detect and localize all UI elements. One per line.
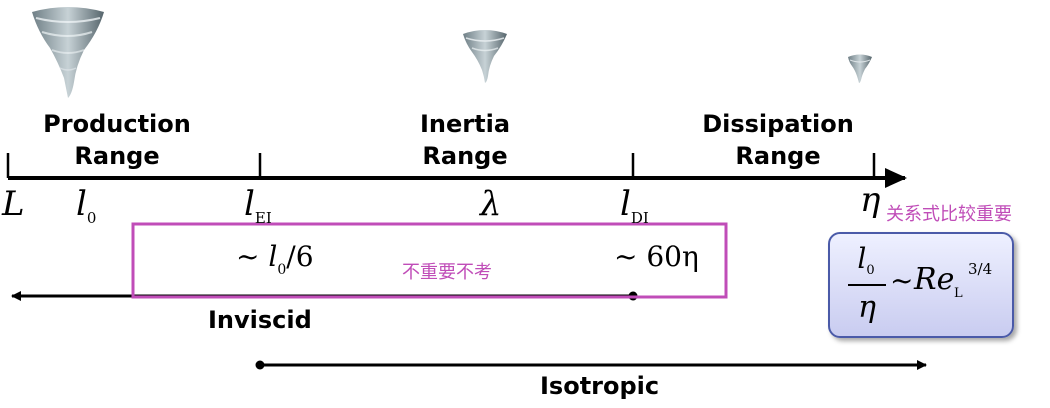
scale-L: L [2, 184, 25, 224]
tornado-small-icon [848, 54, 872, 83]
isotropic-arrow [255, 360, 927, 370]
scale-ratio-formula: l0 η ~ Re L 3/4 [828, 232, 1014, 338]
isotropic-label: Isotropic [540, 372, 660, 400]
scale-l0: l0 [76, 184, 97, 227]
lEI-estimate: ~ l0/6 [236, 240, 314, 278]
scale-eta: η [860, 180, 881, 220]
scale-lambda: λ [480, 184, 502, 224]
scale-lDI: lDI [620, 184, 649, 227]
not-important-box [131, 222, 728, 299]
scale-axis [6, 153, 907, 188]
relation-important-note: 关系式比较重要 [886, 204, 1012, 225]
tornado-large-icon [32, 7, 104, 98]
not-important-note: 不重要不考 [402, 262, 492, 283]
scale-lEI: lEI [244, 184, 272, 227]
lDI-estimate: ~ 60η [614, 240, 699, 273]
tornado-medium-icon [463, 30, 507, 83]
inviscid-label: Inviscid [208, 306, 312, 334]
